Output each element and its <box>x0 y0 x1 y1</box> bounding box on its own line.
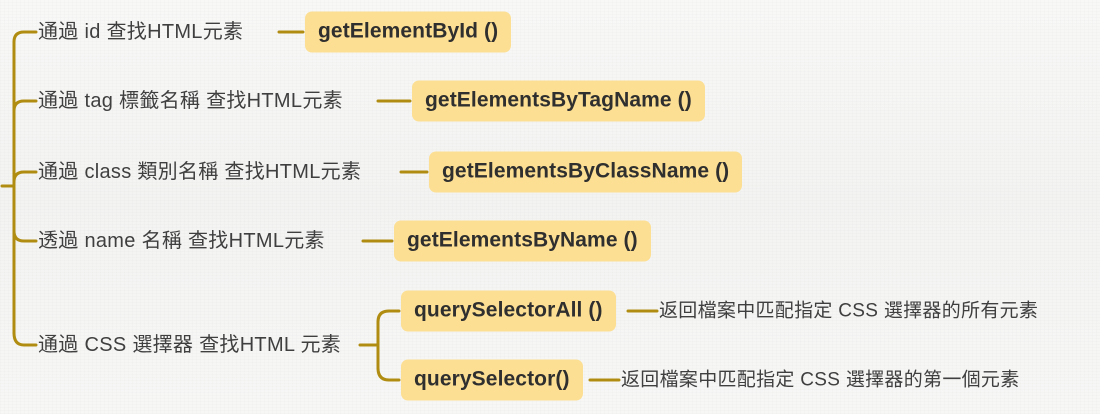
branch-curve-2 <box>12 99 38 113</box>
branch-label-name[interactable]: 透過 name 名稱 查找HTML元素 <box>38 230 325 252</box>
css-fork-curve-top <box>376 309 401 324</box>
method-badge-getelementsbyclassname[interactable]: getElementsByClassName () <box>429 151 743 193</box>
branch-curve-4 <box>12 229 38 243</box>
css-fork-curve-bottom <box>376 366 401 382</box>
branch-label-tag[interactable]: 通過 tag 標籤名稱 查找HTML元素 <box>38 90 343 112</box>
branch-curve-1 <box>12 30 38 44</box>
method-badge-queryselectorall[interactable]: querySelectorAll () <box>401 290 616 332</box>
method-badge-getelementsbytagname[interactable]: getElementsByTagName () <box>412 80 705 122</box>
branch-curve-5 <box>12 331 38 347</box>
branch-label-class[interactable]: 通過 class 類別名稱 查找HTML元素 <box>38 161 362 183</box>
branch-label-id[interactable]: 通過 id 查找HTML元素 <box>38 21 244 43</box>
description-queryselector: 返回檔案中匹配指定 CSS 選擇器的第一個元素 <box>621 369 1020 391</box>
description-queryselectorall: 返回檔案中匹配指定 CSS 選擇器的所有元素 <box>659 300 1039 322</box>
branch-label-css-selector[interactable]: 通過 CSS 選擇器 查找HTML 元素 <box>38 334 342 356</box>
method-badge-queryselector[interactable]: querySelector() <box>401 359 583 401</box>
branch-curve-3 <box>12 170 38 184</box>
method-badge-getelementsbyname[interactable]: getElementsByName () <box>394 220 651 262</box>
method-badge-getelementbyid[interactable]: getElementById () <box>305 11 512 53</box>
